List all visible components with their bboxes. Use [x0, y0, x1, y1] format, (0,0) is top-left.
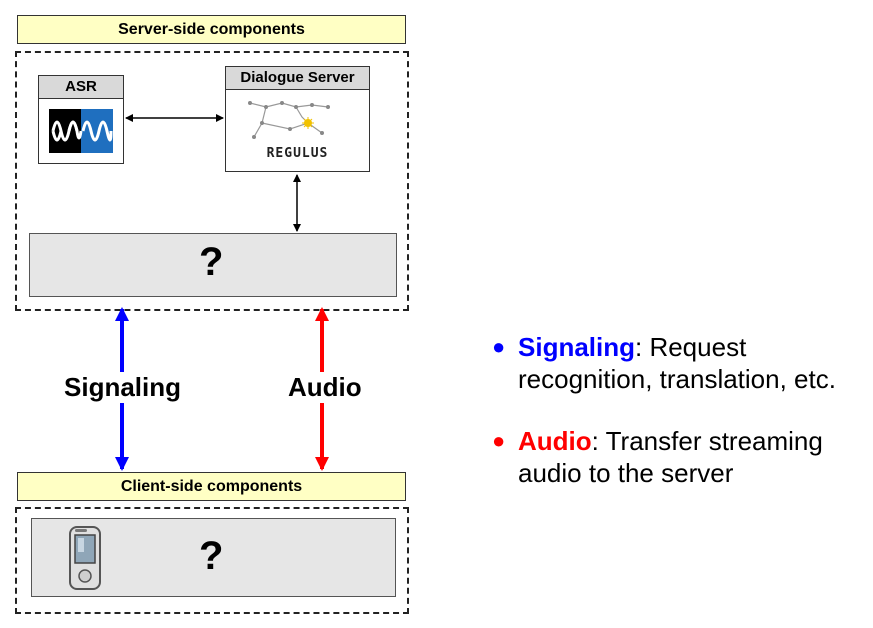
- asr-label: ASR: [39, 76, 123, 99]
- client-side-header: Client-side components: [17, 472, 406, 501]
- server-side-container: [15, 51, 409, 311]
- constellation-logo-icon: [232, 93, 364, 143]
- audio-note-text: : Transfer streaming audio to the server: [518, 426, 823, 488]
- legend-notes: ● Signaling: Request recognition, transl…: [490, 331, 860, 489]
- asr-component: ASR: [38, 75, 124, 164]
- audio-note-term: Audio: [518, 426, 592, 456]
- pda-device-icon: [66, 525, 106, 593]
- signaling-note: ● Signaling: Request recognition, transl…: [490, 331, 860, 395]
- server-side-header: Server-side components: [17, 15, 406, 44]
- client-unknown-component: ?: [31, 518, 396, 597]
- bullet-dot-icon: ●: [492, 428, 506, 453]
- server-question-mark: ?: [199, 240, 224, 284]
- audio-note: ● Audio: Transfer streaming audio to the…: [490, 425, 860, 489]
- bullet-dot-icon: ●: [492, 334, 506, 359]
- waveform-icon: [49, 109, 113, 153]
- dialogue-server-component: Dialogue Server REGULUS: [225, 66, 370, 172]
- server-unknown-component: ?: [29, 233, 397, 297]
- dialogue-server-label: Dialogue Server: [226, 67, 369, 90]
- signaling-note-text: : Request recognition, translation, etc.: [518, 332, 836, 394]
- regulus-logo-text: REGULUS: [266, 146, 329, 161]
- audio-label: Audio: [286, 372, 364, 403]
- client-side-container: [15, 507, 409, 614]
- client-question-mark: ?: [199, 534, 224, 578]
- signaling-label: Signaling: [62, 372, 183, 403]
- signaling-note-term: Signaling: [518, 332, 635, 362]
